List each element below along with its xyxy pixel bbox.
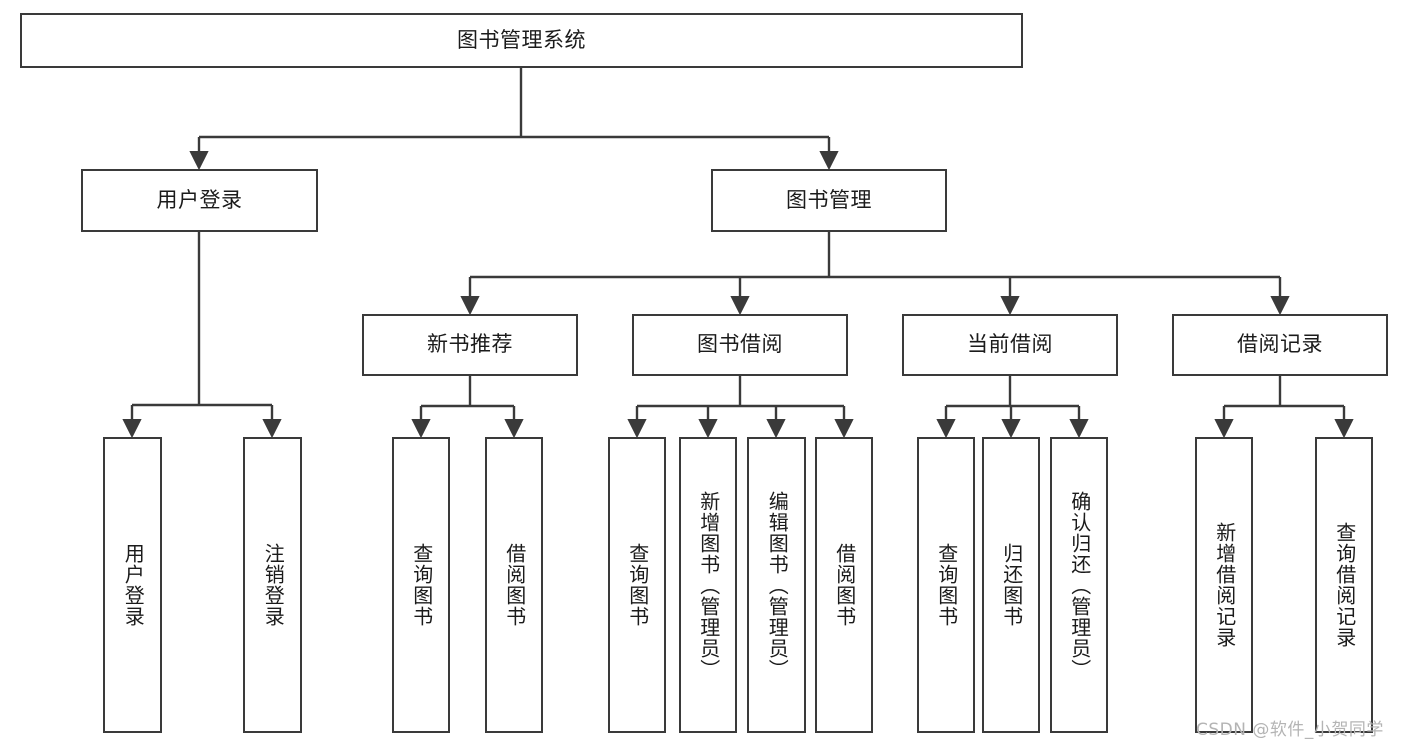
leaf-node-label: 查询图书 [625, 543, 650, 627]
leaf-node[interactable]: 归还图书 [982, 437, 1040, 733]
leaf-node-label: 新增图书（管理员） [696, 490, 721, 680]
leaf-node[interactable]: 新增借阅记录 [1195, 437, 1253, 733]
leaf-node-label: 借阅图书 [832, 543, 857, 627]
leaf-node-label: 查询图书 [934, 543, 959, 627]
leaf-node[interactable]: 注销登录 [243, 437, 302, 733]
leaf-node-inner: 归还图书 [984, 439, 1038, 731]
leaf-node-label: 归还图书 [999, 543, 1024, 627]
node-book-management[interactable]: 图书管理 [711, 169, 947, 232]
leaf-node-label: 编辑图书（管理员） [765, 490, 790, 680]
node-new-book-recommend[interactable]: 新书推荐 [362, 314, 578, 376]
leaf-node[interactable]: 查询借阅记录 [1315, 437, 1373, 733]
node-user-login-label: 用户登录 [156, 187, 243, 212]
leaf-node[interactable]: 查询图书 [917, 437, 975, 733]
leaf-node[interactable]: 借阅图书 [485, 437, 543, 733]
leaf-node-inner: 新增借阅记录 [1197, 439, 1251, 731]
leaf-node-inner: 查询图书 [919, 439, 973, 731]
leaf-node-label: 借阅图书 [502, 543, 527, 627]
leaf-node-inner: 借阅图书 [817, 439, 871, 731]
node-borrow-record[interactable]: 借阅记录 [1172, 314, 1388, 376]
leaf-node-label: 新增借阅记录 [1212, 522, 1237, 648]
leaf-node[interactable]: 编辑图书（管理员） [747, 437, 806, 733]
node-book-borrow[interactable]: 图书借阅 [632, 314, 848, 376]
leaf-node-label: 确认归还（管理员） [1067, 490, 1092, 680]
leaf-node-inner: 新增图书（管理员） [681, 439, 735, 731]
node-new-book-recommend-label: 新书推荐 [427, 332, 513, 357]
leaf-node-label: 查询借阅记录 [1332, 522, 1357, 648]
leaf-node-label: 查询图书 [409, 543, 434, 627]
leaf-node-inner: 查询图书 [394, 439, 448, 731]
leaf-node[interactable]: 查询图书 [392, 437, 450, 733]
leaf-node-label: 注销登录 [261, 543, 286, 627]
leaf-node-inner: 注销登录 [245, 439, 300, 731]
leaf-node[interactable]: 用户登录 [103, 437, 162, 733]
leaf-node-inner: 编辑图书（管理员） [749, 439, 804, 731]
leaf-node-label: 用户登录 [121, 543, 146, 627]
node-user-login[interactable]: 用户登录 [81, 169, 318, 232]
node-current-borrow[interactable]: 当前借阅 [902, 314, 1118, 376]
leaf-node[interactable]: 确认归还（管理员） [1050, 437, 1108, 733]
node-root[interactable]: 图书管理系统 [20, 13, 1023, 68]
leaf-node[interactable]: 新增图书（管理员） [679, 437, 737, 733]
leaf-node-inner: 借阅图书 [487, 439, 541, 731]
leaf-node[interactable]: 查询图书 [608, 437, 666, 733]
node-root-label: 图书管理系统 [457, 27, 586, 52]
leaf-node-inner: 查询图书 [610, 439, 664, 731]
node-book-borrow-label: 图书借阅 [697, 332, 783, 357]
leaf-node-inner: 确认归还（管理员） [1052, 439, 1106, 731]
node-current-borrow-label: 当前借阅 [967, 332, 1053, 357]
node-book-management-label: 图书管理 [786, 187, 872, 212]
leaf-node-inner: 用户登录 [105, 439, 160, 731]
node-borrow-record-label: 借阅记录 [1237, 332, 1323, 357]
leaf-node[interactable]: 借阅图书 [815, 437, 873, 733]
leaf-node-inner: 查询借阅记录 [1317, 439, 1371, 731]
